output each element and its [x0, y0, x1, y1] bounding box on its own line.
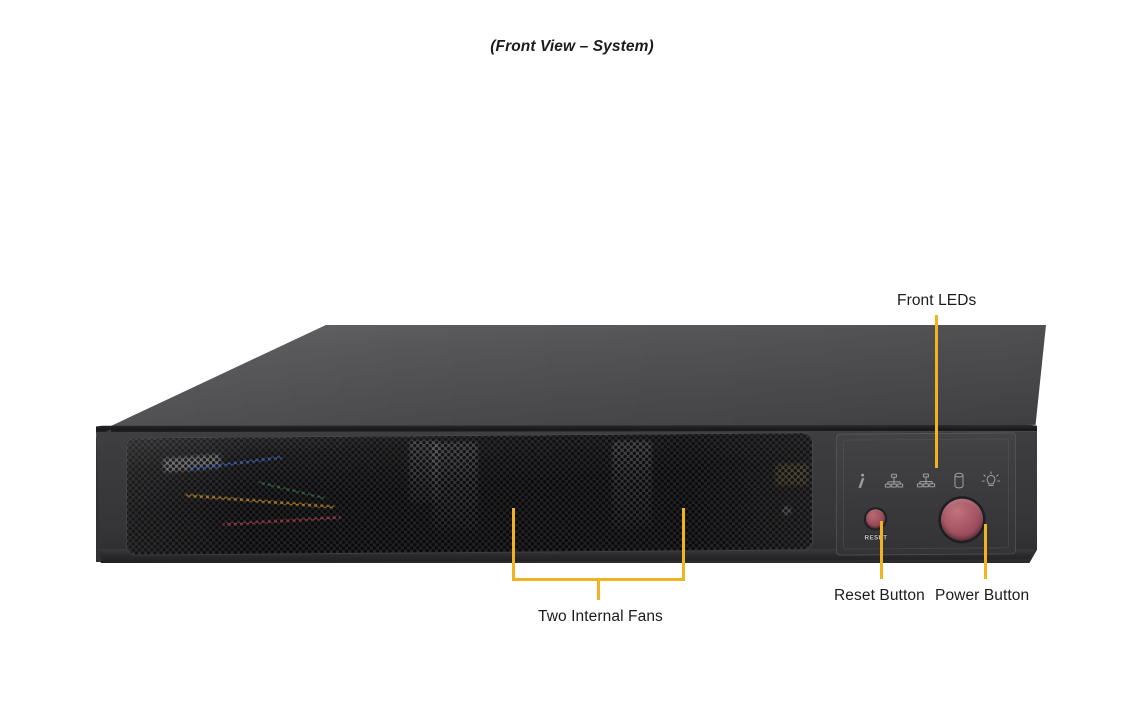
two-internal-fans-label: Two Internal Fans — [538, 608, 663, 625]
two-internal-fans-leader-left — [512, 508, 515, 580]
reset-button-label: Reset Button — [834, 587, 925, 604]
information-led-icon — [850, 470, 872, 492]
two-internal-fans-leader-stem — [597, 578, 600, 600]
power-button[interactable] — [941, 498, 983, 541]
front-mesh-grille — [127, 433, 812, 555]
power-button-leader-line — [984, 524, 987, 579]
front-control-panel: RESET — [836, 432, 1016, 556]
reset-button-engraving: RESET — [864, 534, 888, 542]
chassis-top-panel — [96, 325, 1046, 433]
front-led-indicator-row — [850, 468, 1002, 493]
two-internal-fans-leader-right — [682, 508, 685, 580]
server-chassis: RESET — [96, 325, 1046, 570]
figure-title: (Front View – System) — [490, 38, 654, 55]
power-button-label: Power Button — [935, 587, 1030, 604]
front-leds-label: Front LEDs — [897, 292, 977, 309]
hdd-activity-led-icon — [948, 470, 970, 492]
network-activity-led-icon-1 — [883, 470, 905, 492]
network-activity-led-icon-2 — [915, 470, 937, 492]
reset-button-leader-line — [880, 521, 883, 579]
power-led-icon — [980, 469, 1002, 491]
grille-perforation-pattern — [127, 433, 812, 555]
front-leds-leader-line — [935, 315, 938, 468]
chassis-front-lip — [96, 425, 1037, 433]
